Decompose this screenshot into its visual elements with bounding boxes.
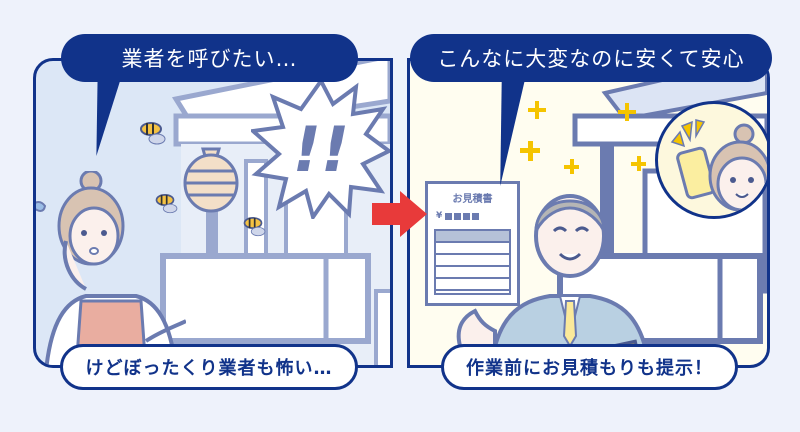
arrow-right-icon xyxy=(372,191,427,237)
smiling-worker-illustration xyxy=(456,194,650,365)
left-bottom-speech-bubble: けどぼったくり業者も怖い… xyxy=(60,344,358,390)
left-top-speech-bubble: 業者を呼びたい… xyxy=(61,34,358,82)
right-bottom-speech-bubble: 作業前にお見積もりも提示！ xyxy=(441,344,738,390)
left-top-bubble-text: 業者を呼びたい… xyxy=(121,47,298,71)
svg-text:!!: !! xyxy=(293,113,350,186)
estimate-document: お見積書 ¥ xyxy=(425,181,520,306)
sparkle-icon xyxy=(520,101,646,174)
right-bottom-bubble-text: 作業前にお見積もりも提示！ xyxy=(466,358,713,379)
yen-symbol: ¥ xyxy=(436,211,443,221)
reassured-woman-inset xyxy=(655,101,767,219)
estimate-table xyxy=(434,229,511,295)
worried-woman-illustration xyxy=(36,171,186,365)
exclamation-burst: !! xyxy=(251,79,390,219)
left-panel: !! xyxy=(33,58,393,368)
estimate-title: お見積書 xyxy=(452,194,493,205)
right-panel: お見積書 ¥ xyxy=(407,58,770,368)
beehive-icon xyxy=(183,147,239,213)
right-top-speech-bubble: こんなに大変なのに安くて安心 xyxy=(410,34,772,82)
hornet-icon xyxy=(140,122,166,145)
right-top-bubble-text: こんなに大変なのに安くて安心 xyxy=(437,47,745,71)
hornet-icon xyxy=(155,194,178,214)
hornet-icon xyxy=(243,217,266,237)
left-bottom-bubble-text: けどぼったくり業者も怖い… xyxy=(85,358,333,379)
